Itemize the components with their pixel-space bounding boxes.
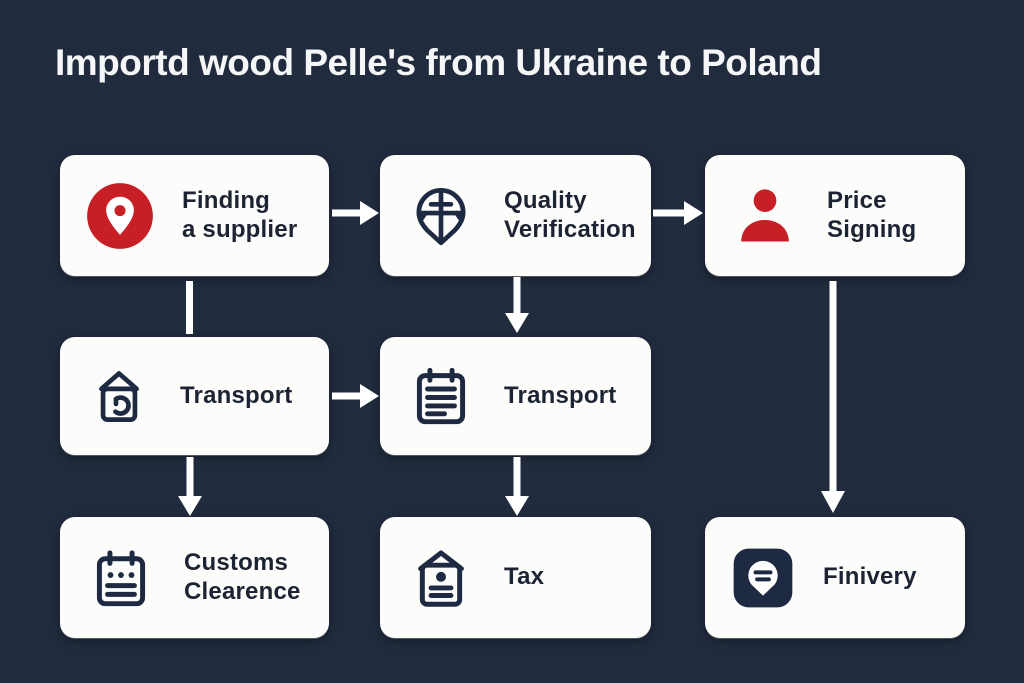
- delivery-badge-icon: [731, 546, 795, 610]
- connector-transport-docs-to-tax: [503, 457, 531, 516]
- arrow-down-long-icon: [821, 281, 845, 513]
- arrow-down-icon: [178, 457, 202, 516]
- connector-finding-to-quality: [332, 199, 379, 227]
- connector-price-to-finivery: [819, 281, 847, 513]
- flow-box-quality-verification: Quality Verification: [380, 155, 651, 276]
- flow-box-finding-supplier: Finding a supplier: [60, 155, 329, 276]
- box-label: Transport: [180, 381, 293, 409]
- house-refresh-icon: [86, 363, 152, 429]
- box-label: Quality Verification: [504, 187, 636, 243]
- notepad-icon: [406, 361, 476, 431]
- flow-box-customs-clearence: Customs Clearence: [60, 517, 329, 638]
- box-label: Tax: [504, 563, 545, 591]
- tax-document-icon: [406, 543, 476, 613]
- box-label: Finivery: [823, 563, 917, 591]
- calendar-icon: [86, 543, 156, 613]
- connector-quality-to-price: [653, 199, 703, 227]
- person-icon: [731, 182, 799, 250]
- flow-box-price-signing: Price Signing: [705, 155, 965, 276]
- box-label: Price Signing: [827, 187, 917, 243]
- arrow-right-icon: [653, 201, 703, 225]
- diagram-title: Importd wood Pelle's from Ukraine to Pol…: [55, 42, 822, 83]
- flow-box-transport-docs: Transport: [380, 337, 651, 455]
- arrow-right-icon: [332, 384, 379, 408]
- connector-quality-to-transport-docs: [503, 277, 531, 333]
- arrow-down-icon: [505, 277, 529, 333]
- flow-box-transport-road: Transport: [60, 337, 329, 455]
- box-label: Finding a supplier: [182, 187, 298, 243]
- location-pin-icon: [86, 182, 154, 250]
- connector-finding-to-transport: [186, 281, 193, 334]
- connector-transport-to-transport-docs: [332, 382, 379, 410]
- box-label: Transport: [504, 381, 617, 409]
- line-down-icon: [186, 281, 193, 334]
- flow-box-tax: Tax: [380, 517, 651, 638]
- flow-box-finivery: Finivery: [705, 517, 965, 638]
- arrow-down-icon: [505, 457, 529, 516]
- quality-shield-icon: [406, 181, 476, 251]
- connector-transport-to-customs: [176, 457, 204, 516]
- box-label: Customs Clearence: [184, 549, 301, 605]
- arrow-right-icon: [332, 201, 379, 225]
